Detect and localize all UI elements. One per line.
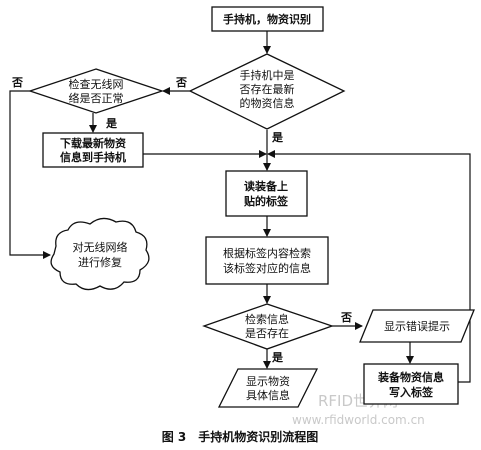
node-show-info-line2: 具体信息	[246, 388, 290, 402]
figure-caption: 图 3 手持机物资识别流程图	[162, 429, 319, 444]
watermark-url: www.rfidworld.com.cn	[292, 413, 425, 427]
node-read-tag-line2: 贴的标签	[243, 194, 289, 208]
node-show-info-line1: 显示物资	[246, 374, 290, 388]
node-repair-line1: 对无线网络	[73, 240, 128, 254]
node-retrieve: 根据标签内容检索 该标签对应的信息	[205, 236, 329, 285]
node-show-info: 显示物资 具体信息	[217, 368, 319, 408]
node-exists: 检索信息 是否存在	[202, 303, 334, 350]
label-yes-exists: 是	[271, 351, 284, 364]
label-no-info: 否	[175, 76, 187, 89]
node-write-tag-line2: 写入标签	[389, 385, 434, 399]
node-download: 下载最新物资 信息到手持机	[42, 132, 144, 168]
node-start: 手持机，物资识别	[211, 6, 324, 32]
node-read-tag: 读装备上 贴的标签	[225, 170, 308, 217]
node-retrieve-line2: 该标签对应的信息	[223, 261, 311, 275]
node-write-tag: 装备物资信息 写入标签	[363, 363, 459, 405]
node-check-net-line2: 络是否正常	[69, 91, 124, 105]
node-check-info-line2: 否存在最新	[240, 82, 295, 96]
node-start-label: 手持机，物资识别	[223, 12, 311, 26]
node-download-line1: 下载最新物资	[60, 136, 126, 150]
node-check-info-line3: 的物资信息	[240, 96, 295, 110]
node-exists-line2: 是否存在	[245, 326, 289, 340]
node-retrieve-line1: 根据标签内容检索	[223, 246, 311, 260]
node-show-error-label: 显示错误提示	[384, 319, 450, 333]
node-check-info: 手持机中是 否存在最新 的物资信息	[188, 53, 346, 130]
label-yes-net: 是	[105, 117, 118, 130]
label-yes-info: 是	[271, 131, 284, 144]
label-no-exists: 否	[340, 311, 352, 324]
node-read-tag-line1: 读装备上	[244, 179, 288, 193]
node-show-error: 显示错误提示	[359, 309, 475, 343]
node-check-net-line1: 检查无线网	[69, 77, 124, 91]
node-repair: 对无线网络 进行修复	[50, 217, 150, 291]
node-exists-line1: 检索信息	[245, 312, 289, 326]
node-write-tag-line1: 装备物资信息	[377, 370, 444, 384]
node-repair-line2: 进行修复	[78, 255, 122, 269]
node-download-line2: 信息到手持机	[60, 150, 126, 164]
label-no-net: 否	[11, 76, 23, 89]
node-check-info-line1: 手持机中是	[240, 68, 295, 82]
node-check-net: 检查无线网 络是否正常	[27, 68, 165, 114]
